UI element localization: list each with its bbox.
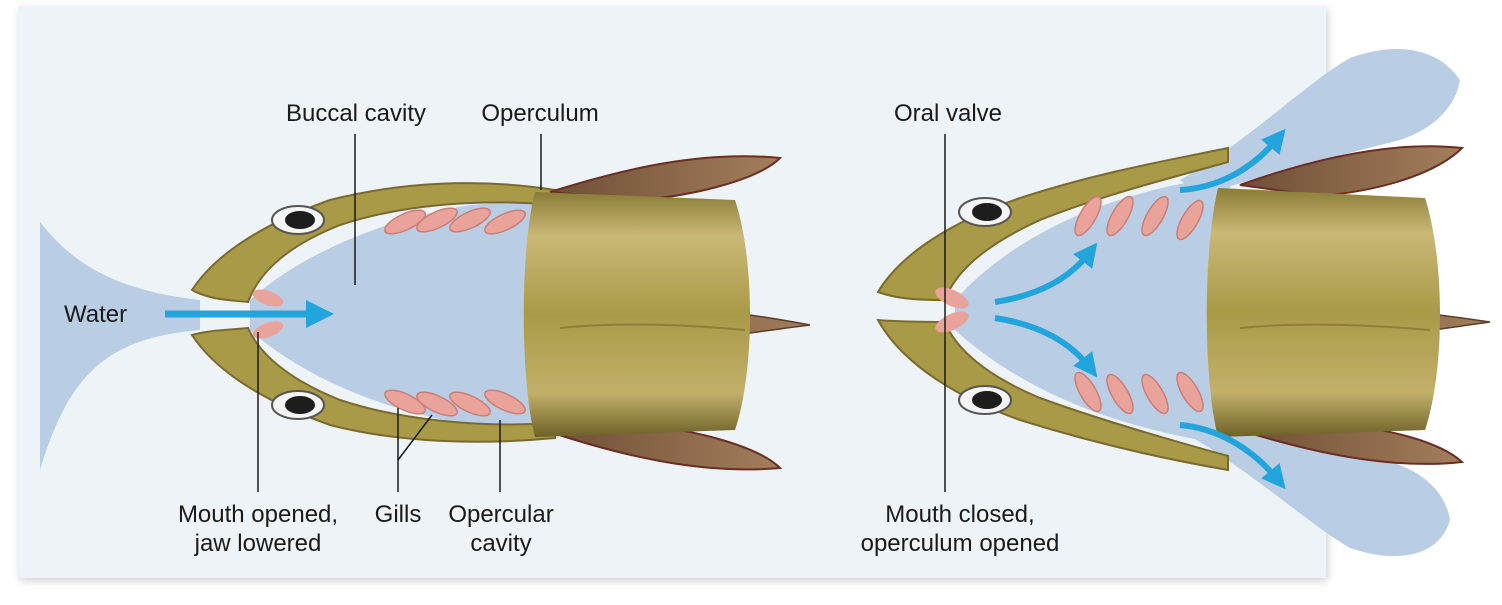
body-trunk-right (1207, 188, 1440, 437)
eye-lower-right (959, 386, 1011, 414)
eye-upper-right (959, 198, 1011, 226)
dorsal-fin-upper (550, 156, 780, 200)
label-gills: Gills (368, 500, 428, 529)
eye-lower-left (272, 391, 324, 419)
inhale-panel (40, 134, 810, 492)
label-operculum: Operculum (470, 99, 610, 128)
body-trunk (524, 192, 750, 437)
label-buccal-cavity: Buccal cavity (266, 99, 446, 128)
label-mouth-opened: Mouth opened, jaw lowered (158, 500, 358, 558)
label-water: Water (64, 300, 127, 329)
incoming-water-plume (40, 222, 200, 470)
label-opercular-cavity: Opercular cavity (436, 500, 566, 558)
label-mouth-closed: Mouth closed, operculum opened (840, 500, 1080, 558)
eye-upper-left (272, 206, 324, 234)
label-oral-valve: Oral valve (878, 99, 1018, 128)
